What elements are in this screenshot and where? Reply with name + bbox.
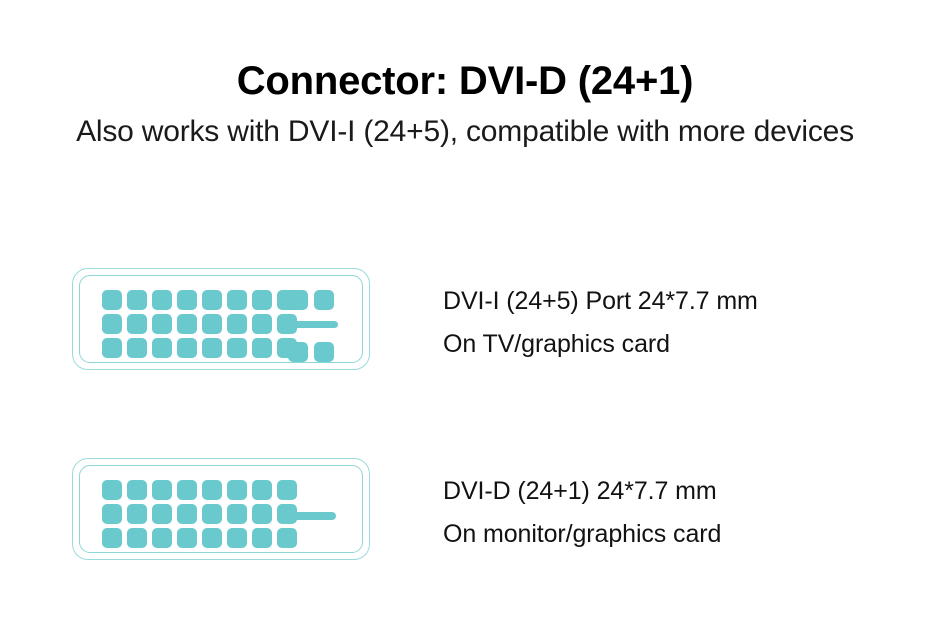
page-subtitle: Also works with DVI-I (24+5), compatible… bbox=[76, 115, 854, 148]
pin bbox=[127, 290, 147, 310]
dvi-i-analog-blade-section bbox=[286, 290, 340, 362]
pin bbox=[227, 314, 247, 334]
pin bbox=[127, 480, 147, 500]
pin bbox=[252, 504, 272, 524]
pin bbox=[202, 480, 222, 500]
pin bbox=[227, 480, 247, 500]
pin bbox=[227, 528, 247, 548]
blade-pin-pair-top bbox=[288, 290, 334, 310]
pin bbox=[127, 528, 147, 548]
dvi-i-pin-grid bbox=[102, 290, 297, 358]
pin bbox=[252, 314, 272, 334]
pin bbox=[152, 480, 172, 500]
pin bbox=[227, 504, 247, 524]
flat-blade-bar bbox=[288, 512, 336, 520]
pin bbox=[227, 338, 247, 358]
connector-row-dvi-i: DVI-I (24+5) Port 24*7.7 mm On TV/graphi… bbox=[0, 258, 930, 378]
dvi-d-blade-section bbox=[288, 480, 340, 552]
pin bbox=[202, 528, 222, 548]
pin bbox=[102, 338, 122, 358]
pin bbox=[177, 290, 197, 310]
pin bbox=[277, 480, 297, 500]
pin bbox=[177, 480, 197, 500]
heading-block: Connector: DVI-D (24+1) Also works with … bbox=[0, 58, 930, 150]
blade-pin bbox=[288, 342, 308, 362]
blade-pin-pair-bottom bbox=[288, 342, 334, 362]
pin bbox=[177, 314, 197, 334]
pin bbox=[152, 528, 172, 548]
pin bbox=[252, 338, 272, 358]
pin bbox=[177, 338, 197, 358]
pin bbox=[152, 290, 172, 310]
dvi-i-caption-line-2: On TV/graphics card bbox=[443, 330, 670, 358]
flat-blade-bar bbox=[286, 321, 338, 328]
blade-pin bbox=[314, 290, 334, 310]
pin bbox=[202, 504, 222, 524]
blade-pin bbox=[288, 290, 308, 310]
page-title: Connector: DVI-D (24+1) bbox=[236, 59, 694, 103]
pin bbox=[102, 480, 122, 500]
pin bbox=[127, 338, 147, 358]
pin bbox=[102, 528, 122, 548]
pin bbox=[102, 290, 122, 310]
pin bbox=[202, 338, 222, 358]
dvi-i-connector-shell bbox=[79, 275, 363, 363]
pin bbox=[252, 480, 272, 500]
dvi-d-caption-line-2: On monitor/graphics card bbox=[443, 520, 722, 548]
pin bbox=[202, 290, 222, 310]
pin bbox=[152, 504, 172, 524]
pin bbox=[152, 314, 172, 334]
pin bbox=[177, 528, 197, 548]
connector-row-dvi-d: DVI-D (24+1) 24*7.7 mm On monitor/graphi… bbox=[0, 448, 930, 568]
pin bbox=[127, 314, 147, 334]
pin bbox=[252, 290, 272, 310]
dvi-d-caption: DVI-D (24+1) 24*7.7 mm On monitor/graphi… bbox=[443, 470, 721, 556]
pin bbox=[127, 504, 147, 524]
dvi-i-caption-line-1: DVI-I (24+5) Port 24*7.7 mm bbox=[443, 287, 758, 315]
pin bbox=[227, 290, 247, 310]
dvi-d-caption-line-1: DVI-D (24+1) 24*7.7 mm bbox=[443, 477, 717, 505]
dvi-i-connector-icon bbox=[72, 268, 370, 370]
dvi-d-connector-icon bbox=[72, 458, 370, 560]
dvi-i-caption: DVI-I (24+5) Port 24*7.7 mm On TV/graphi… bbox=[443, 280, 758, 366]
blade-pin bbox=[314, 342, 334, 362]
dvi-d-pin-grid bbox=[102, 480, 297, 548]
pin bbox=[252, 528, 272, 548]
pin bbox=[202, 314, 222, 334]
pin bbox=[152, 338, 172, 358]
pin bbox=[277, 528, 297, 548]
pin bbox=[102, 504, 122, 524]
dvi-d-connector-shell bbox=[79, 465, 363, 553]
pin bbox=[102, 314, 122, 334]
pin bbox=[177, 504, 197, 524]
